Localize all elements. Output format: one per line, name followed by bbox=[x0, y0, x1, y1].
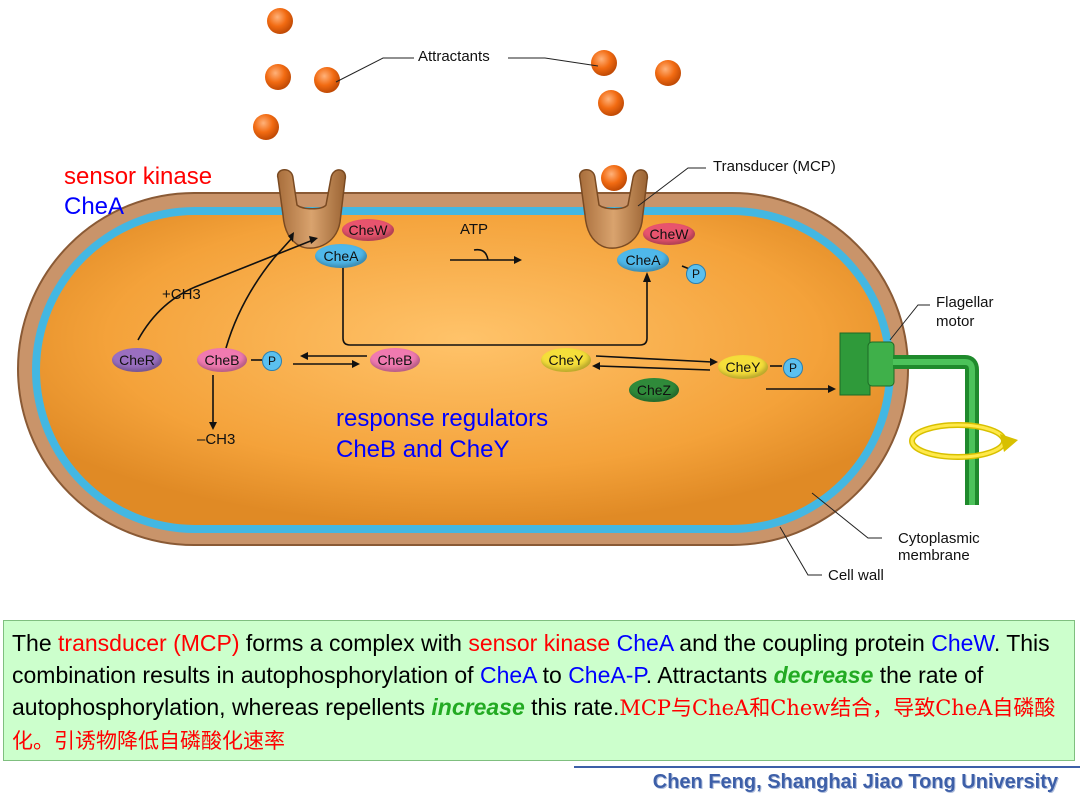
caption-increase: increase bbox=[431, 694, 525, 720]
caption-chea: CheA bbox=[479, 662, 537, 688]
caption-chew: CheW bbox=[931, 630, 994, 656]
caption-text: the rate of autophosphorylation, whereas… bbox=[12, 662, 984, 720]
caption-text: . This combination results in autophosph… bbox=[12, 630, 1050, 688]
cheb-protein: CheB bbox=[370, 348, 420, 372]
caption-sensor-kinase: sensor kinase bbox=[468, 630, 611, 656]
chea-phosphate: P bbox=[686, 264, 706, 284]
footer-divider bbox=[574, 766, 1080, 768]
motor-label: motor bbox=[936, 313, 975, 330]
atp-label: ATP bbox=[460, 221, 489, 238]
cheb-chey-annotation: CheB and CheY bbox=[336, 436, 510, 463]
caption-transducer: transducer (MCP) bbox=[58, 630, 240, 656]
cytoplasm-shape bbox=[40, 215, 886, 525]
chey-p-protein: CheY bbox=[718, 355, 768, 379]
caption-chea: CheA bbox=[616, 630, 673, 656]
caption-text: The bbox=[12, 630, 59, 656]
chea-protein-right: CheA bbox=[617, 248, 669, 272]
cher-protein: CheR bbox=[112, 348, 162, 372]
caption-text: and the coupling protein bbox=[672, 630, 932, 656]
caption-box: The transducer (MCP) forms a complex wit… bbox=[3, 620, 1075, 761]
flagellar-label: Flagellar bbox=[936, 294, 994, 311]
chey-phosphate: P bbox=[783, 358, 803, 378]
demethylation-label: –CH3 bbox=[197, 431, 236, 448]
caption-text: this rate. bbox=[524, 694, 620, 720]
mcp-receptor-left bbox=[276, 169, 347, 249]
mcp-receptor-right bbox=[578, 169, 649, 249]
caption-text: . Attractants bbox=[645, 662, 774, 688]
chez-protein: CheZ bbox=[629, 378, 679, 402]
caption-chinese: MCP与CheA和Chew结合，导致CheA自磷酸化。引诱物降低自磷酸化速率 bbox=[12, 696, 1056, 753]
caption-decrease: decrease bbox=[773, 662, 874, 688]
flagellar-motor bbox=[839, 332, 979, 505]
chea-annotation: CheA bbox=[64, 193, 125, 220]
chew-protein-right: CheW bbox=[643, 223, 695, 245]
cell-wall-label: Cell wall bbox=[828, 567, 884, 584]
cheb-p-protein: CheB bbox=[197, 348, 247, 372]
sensor-kinase-annotation: sensor kinase bbox=[64, 163, 213, 190]
cheb-phosphate: P bbox=[262, 351, 282, 371]
chew-protein-left: CheW bbox=[342, 219, 394, 241]
membrane-label: membrane bbox=[898, 547, 970, 564]
caption-text: forms a complex with bbox=[239, 630, 469, 656]
caption-chea-p: CheA-P bbox=[568, 662, 646, 688]
attractant-molecules bbox=[253, 8, 681, 140]
chea-protein-left: CheA bbox=[315, 244, 367, 268]
response-regulators-annotation: response regulators bbox=[336, 405, 549, 432]
cytoplasmic-label: Cytoplasmic bbox=[898, 530, 980, 547]
transducer-label: Transducer (MCP) bbox=[713, 158, 836, 175]
methylation-label: +CH3 bbox=[162, 286, 201, 303]
chemotaxis-diagram bbox=[17, 8, 1018, 576]
chey-protein: CheY bbox=[541, 348, 591, 372]
footer-credit: Chen Feng, Shanghai Jiao Tong University bbox=[652, 771, 1058, 793]
attractants-label: Attractants bbox=[418, 48, 490, 65]
rotation-arrow bbox=[909, 422, 1018, 460]
caption-text: to bbox=[536, 662, 569, 688]
